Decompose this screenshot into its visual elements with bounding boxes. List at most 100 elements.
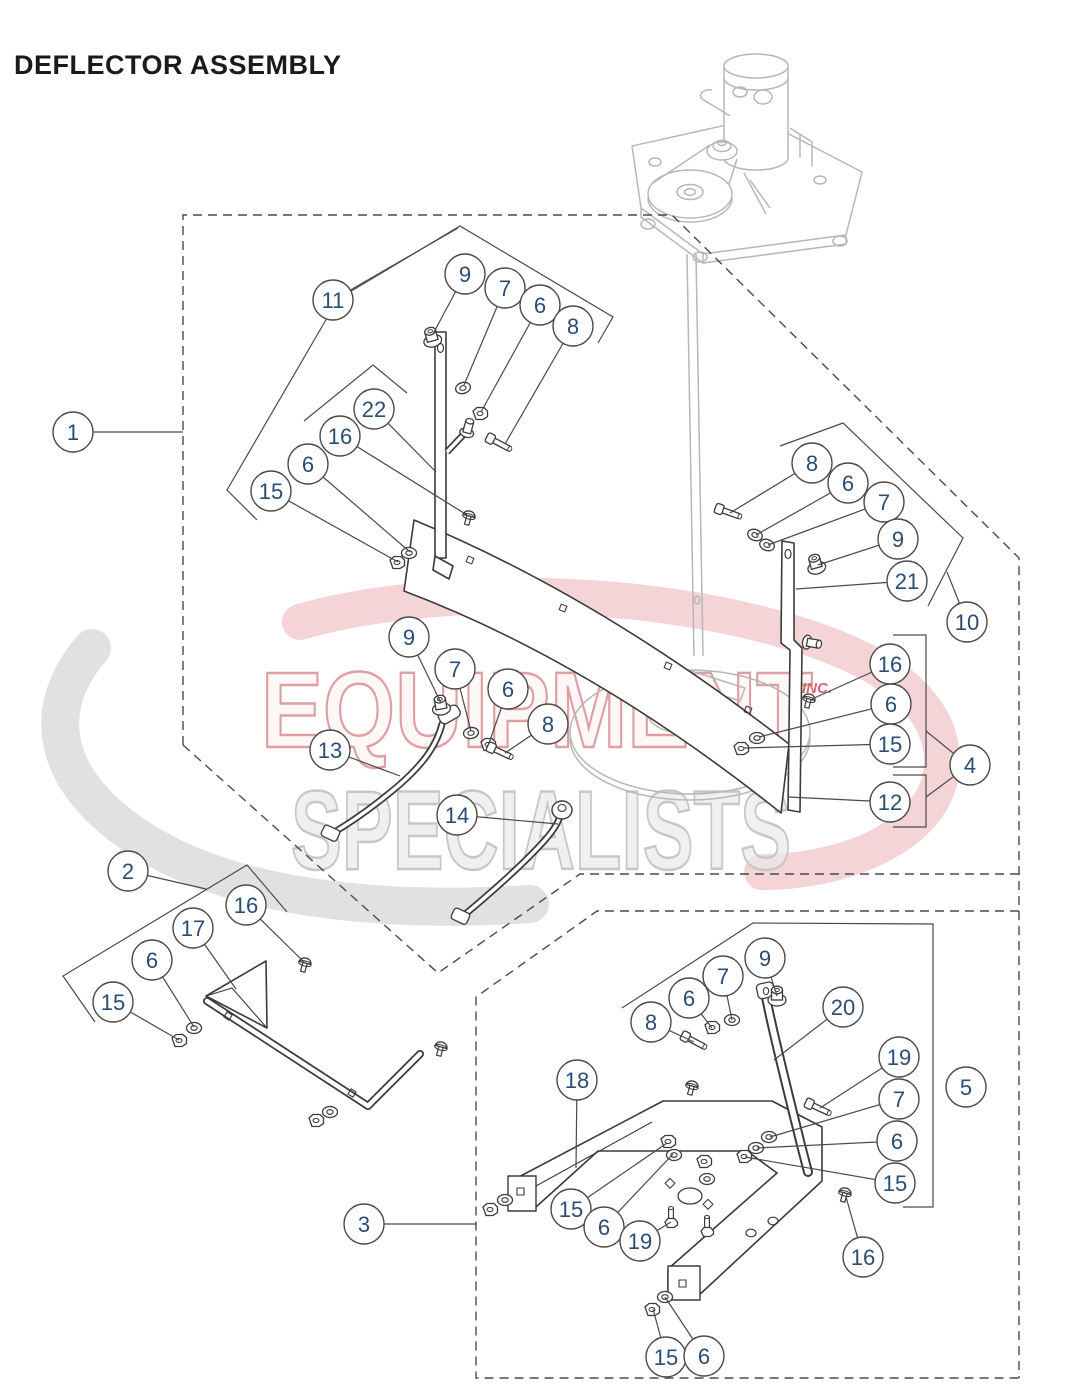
callout-leader-line: [504, 325, 574, 445]
callout-balloon: [874, 1162, 916, 1204]
callout-number: 9: [892, 527, 904, 552]
callout-number: 7: [449, 657, 461, 682]
callout-number: 3: [358, 1212, 370, 1237]
callout-15: 15: [550, 1142, 668, 1230]
flat-washer: [496, 1193, 514, 1207]
callout-8: 8: [504, 703, 569, 754]
group-22-chevron: [303, 364, 408, 422]
callout-number: 8: [567, 314, 579, 339]
callout-3: 3: [343, 1203, 476, 1245]
drive-pulley-rim: [647, 197, 733, 223]
callout-6: 6: [287, 443, 411, 553]
base-foot: [832, 235, 848, 247]
callout-leader-line: [758, 703, 892, 738]
callout-7: 7: [463, 267, 526, 386]
motor-port: [732, 86, 748, 98]
callout-number: 8: [806, 451, 818, 476]
callout-balloon: [869, 781, 911, 823]
callout-balloon: [863, 481, 905, 523]
callout-number: 20: [831, 995, 855, 1020]
flat-washer-7: [760, 1130, 778, 1144]
callout-14: 14: [436, 794, 559, 836]
callout-balloon: [250, 470, 292, 512]
callout-balloon: [436, 794, 478, 836]
pivot-stud: [458, 416, 478, 440]
callout-number: 1: [67, 420, 79, 445]
callout-number: 19: [628, 1229, 652, 1254]
hex-bolt-8: [713, 502, 744, 523]
callout-17: 17: [172, 907, 237, 990]
pulley-hub: [676, 183, 704, 201]
callout-11: 11: [312, 227, 459, 321]
base-foot: [692, 251, 708, 263]
flat-washer-6: [748, 731, 766, 745]
callout-balloon: [52, 411, 94, 453]
lock-nut-6: [472, 406, 489, 421]
callout-balloon: [878, 1078, 920, 1120]
callout-balloon: [487, 668, 529, 710]
callout-7: 7: [434, 648, 476, 732]
flange-nut: [482, 1202, 499, 1217]
flange-nut: [308, 1113, 325, 1128]
callout-16: 16: [811, 643, 911, 700]
callout-leader-line: [744, 1156, 896, 1184]
callout-number: 15: [878, 732, 902, 757]
callout-number: 22: [362, 397, 386, 422]
callout-6: 6: [664, 1296, 725, 1377]
callout-19: 19: [819, 1036, 920, 1109]
callout-balloon: [630, 1001, 672, 1043]
callout-leader-line: [270, 490, 399, 563]
group-2-chevron: [62, 864, 288, 1023]
motor-port: [753, 89, 773, 105]
region-1-bottom-boundary: [437, 873, 1019, 974]
callout-balloon: [822, 986, 864, 1028]
callout-balloon: [556, 1059, 598, 1101]
callout-number: 16: [851, 1245, 875, 1270]
callout-leader-line: [332, 227, 459, 301]
callout-balloon: [107, 850, 149, 892]
plate-slot-holes: [465, 555, 753, 715]
callout-7: 7: [767, 481, 905, 546]
carriage-bolt-16: [295, 955, 314, 975]
flat-washer-7: [453, 380, 473, 396]
callout-balloon: [353, 388, 395, 430]
callout-16: 16: [319, 415, 468, 516]
base-hole: [648, 157, 662, 167]
callout-balloon: [527, 703, 569, 745]
motor-top-cap: [723, 53, 789, 79]
hydraulic-motor-body: [723, 66, 789, 171]
callout-number: 8: [645, 1010, 657, 1035]
callout-19: 19: [619, 1220, 672, 1262]
callout-6: 6: [487, 668, 529, 744]
callout-balloon: [131, 939, 173, 981]
flange-nut-15: [171, 1033, 188, 1048]
callout-8: 8: [729, 442, 833, 514]
callout-balloon: [683, 1335, 725, 1377]
callout-number: 10: [955, 610, 979, 635]
callout-balloon: [550, 1188, 592, 1230]
callout-balloon: [869, 723, 911, 765]
callout-number: 6: [842, 471, 854, 496]
callout-number: 6: [146, 948, 158, 973]
callout-number: 15: [259, 479, 283, 504]
callout-number: 8: [542, 712, 554, 737]
region-1-boundary: [182, 214, 1020, 1378]
callout-number: 7: [893, 1087, 905, 1112]
callout-number: 14: [445, 803, 469, 828]
flat-washer: [321, 1105, 339, 1119]
callout-6: 6: [758, 683, 912, 738]
callout-13: 13: [309, 729, 401, 777]
callout-7: 7: [769, 1078, 920, 1138]
callout-15: 15: [744, 1156, 916, 1204]
callout-9: 9: [432, 253, 486, 335]
callout-10: 10: [946, 571, 988, 643]
callout-number: 6: [698, 1344, 710, 1369]
callout-2: 2: [107, 850, 207, 892]
carriage-bolt-19: [700, 1214, 715, 1238]
callout-7: 7: [702, 955, 744, 1021]
callout-number: 6: [302, 452, 314, 477]
callout-balloon: [702, 955, 744, 997]
watermark-swoosh-gray: [41, 629, 549, 926]
callout-balloon: [484, 267, 526, 309]
callout-balloon: [444, 253, 486, 295]
